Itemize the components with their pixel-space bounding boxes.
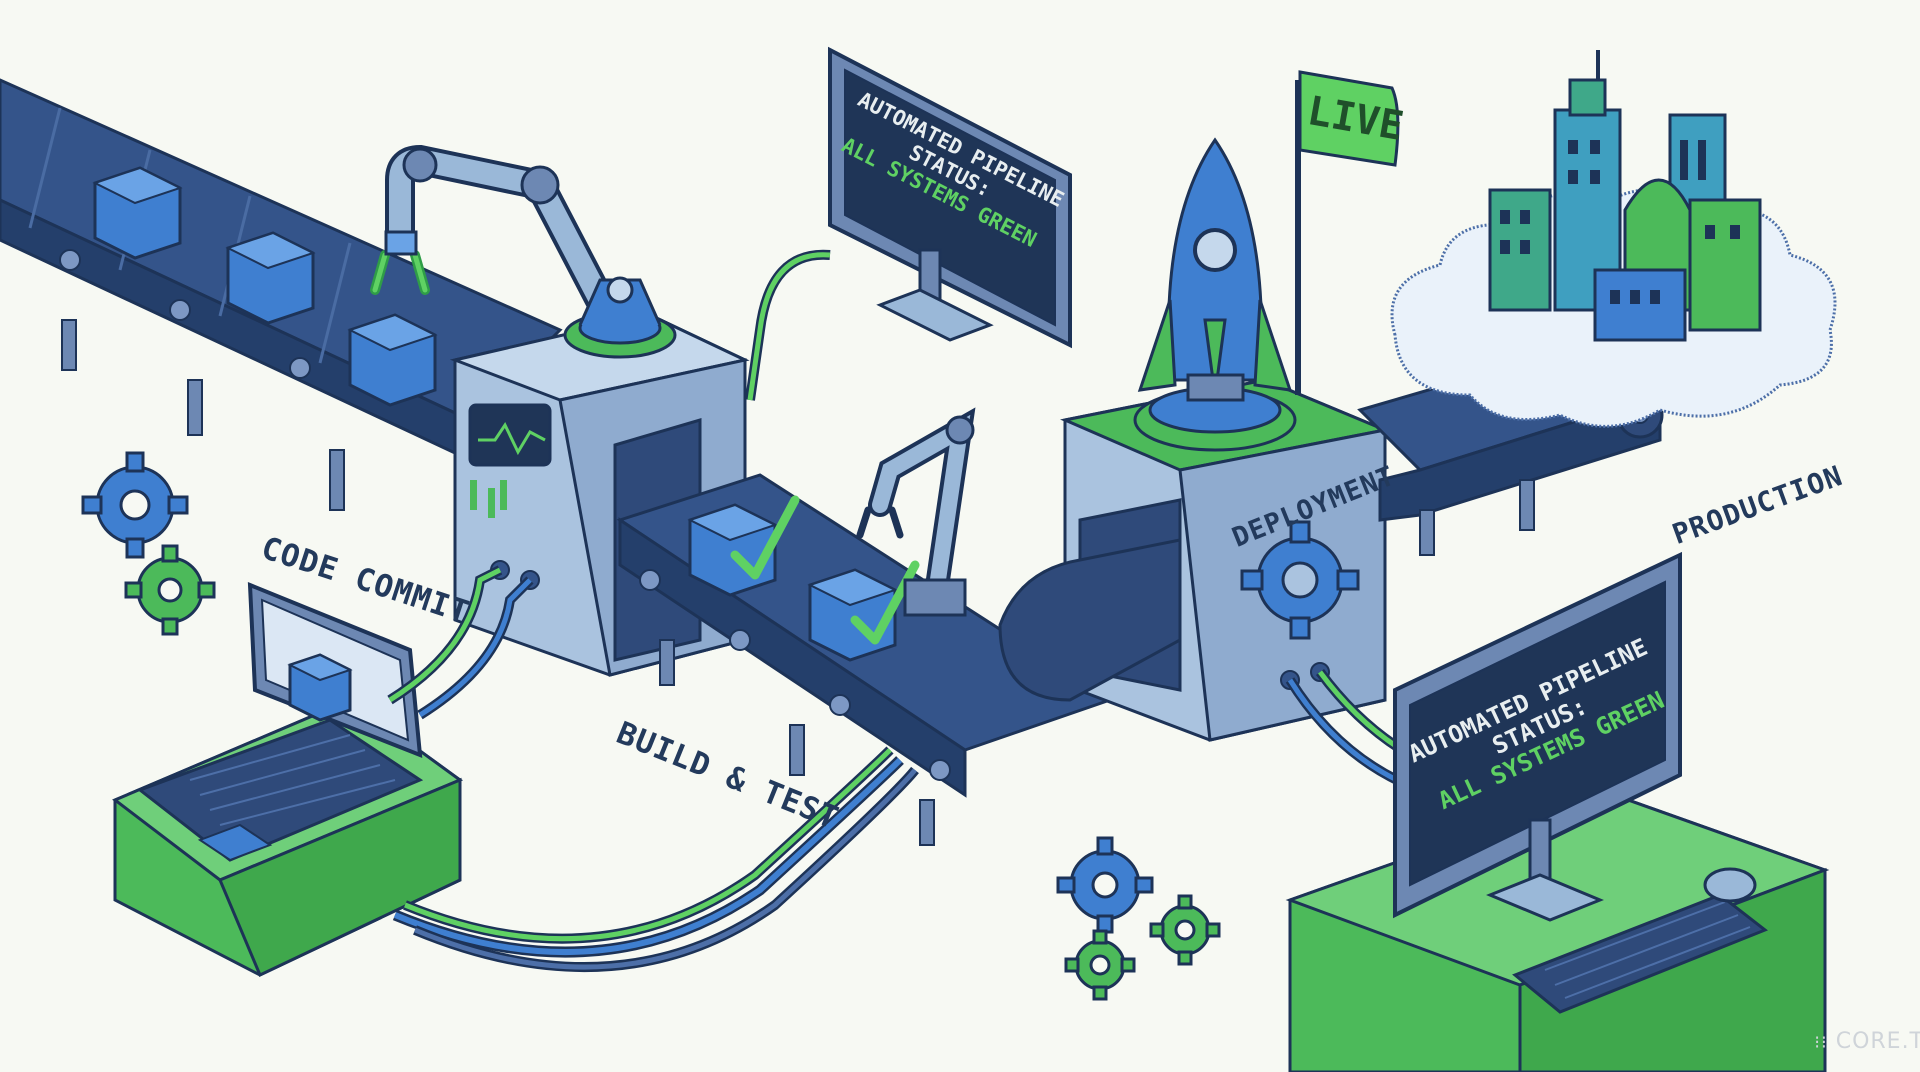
watermark-text: CORE.T xyxy=(1835,1029,1920,1054)
status-workstation-bottom xyxy=(1285,551,1830,1072)
checkmark-icon xyxy=(850,560,920,645)
gear-icon xyxy=(81,451,189,559)
robot-arm-large xyxy=(370,144,615,315)
status-monitor-top xyxy=(745,46,1072,401)
rocket-icon xyxy=(1133,137,1297,452)
gear-icon xyxy=(1056,836,1154,934)
gear-icon xyxy=(1064,929,1136,1001)
gear-icon xyxy=(124,544,216,636)
checkmark-icon xyxy=(730,495,800,580)
watermark-grid-icon: ⁝⁝ xyxy=(1814,1032,1828,1053)
gear-icon xyxy=(1149,894,1221,966)
production-cloud-city xyxy=(1390,50,1837,428)
laptop-workstation xyxy=(112,581,464,978)
conveyor-belt-curve xyxy=(998,538,1182,702)
code-package-cubes-top xyxy=(92,166,438,407)
robot-arm-small xyxy=(856,407,976,617)
watermark-logo: ⁝⁝ CORE.T xyxy=(1814,1029,1920,1054)
gear-icon xyxy=(1240,520,1360,640)
tested-cubes xyxy=(687,495,920,662)
flag-icon xyxy=(1295,70,1400,395)
